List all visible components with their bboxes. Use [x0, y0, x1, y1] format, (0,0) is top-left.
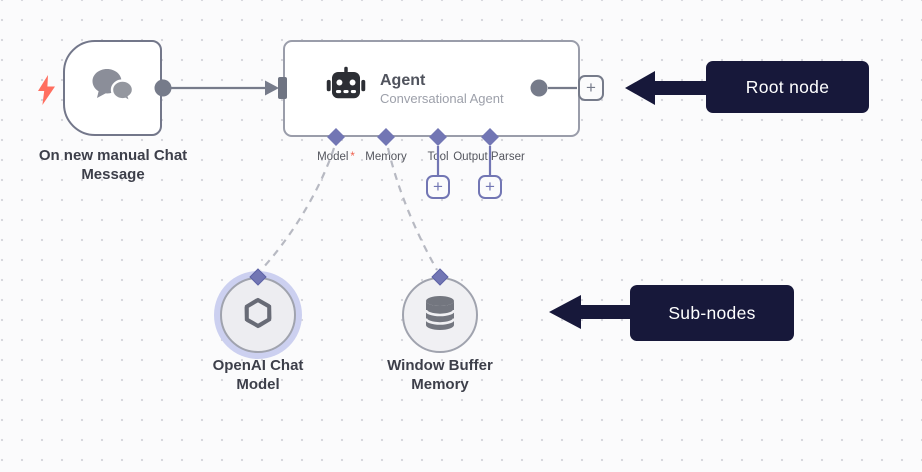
- port-label-tool: Tool: [427, 151, 449, 163]
- port-label-output-parser: Output Parser: [453, 151, 525, 163]
- port-label-model: Model*: [317, 151, 355, 163]
- node-openai-chat-model[interactable]: [220, 277, 296, 353]
- node-chat-trigger[interactable]: [63, 40, 162, 136]
- robot-icon: [325, 66, 367, 111]
- wire-model-openai[interactable]: [260, 147, 336, 271]
- chat-bubbles-icon: [90, 66, 136, 111]
- wire-memory-buffer[interactable]: [386, 147, 438, 271]
- root-node-arrow: [625, 71, 707, 105]
- root-node-annotation: Root node: [706, 61, 869, 113]
- add-node-button[interactable]: +: [578, 75, 604, 101]
- sub-nodes-arrow: [549, 295, 631, 329]
- node-window-buffer-memory[interactable]: [402, 277, 478, 353]
- required-asterisk: *: [350, 151, 355, 163]
- memory-node-label: Window Buffer Memory: [387, 357, 493, 393]
- trigger-node-label: On new manual Chat Message: [38, 147, 188, 183]
- agent-node-subtitle: Conversational Agent: [380, 90, 504, 106]
- database-icon: [424, 294, 456, 337]
- sub-nodes-annotation: Sub-nodes: [630, 285, 794, 341]
- wire-arrowhead: [265, 80, 279, 96]
- lightning-bolt-icon: [38, 75, 55, 110]
- chat-bubble-small: [110, 78, 134, 105]
- openai-node-label: OpenAI Chat Model: [212, 357, 304, 393]
- node-agent[interactable]: Agent Conversational Agent: [283, 40, 580, 137]
- port-label-memory: Memory: [365, 151, 407, 163]
- openai-logo-icon: [239, 294, 277, 337]
- add-output-parser-button[interactable]: +: [478, 175, 502, 199]
- agent-node-title: Agent: [380, 71, 426, 89]
- add-tool-button[interactable]: +: [426, 175, 450, 199]
